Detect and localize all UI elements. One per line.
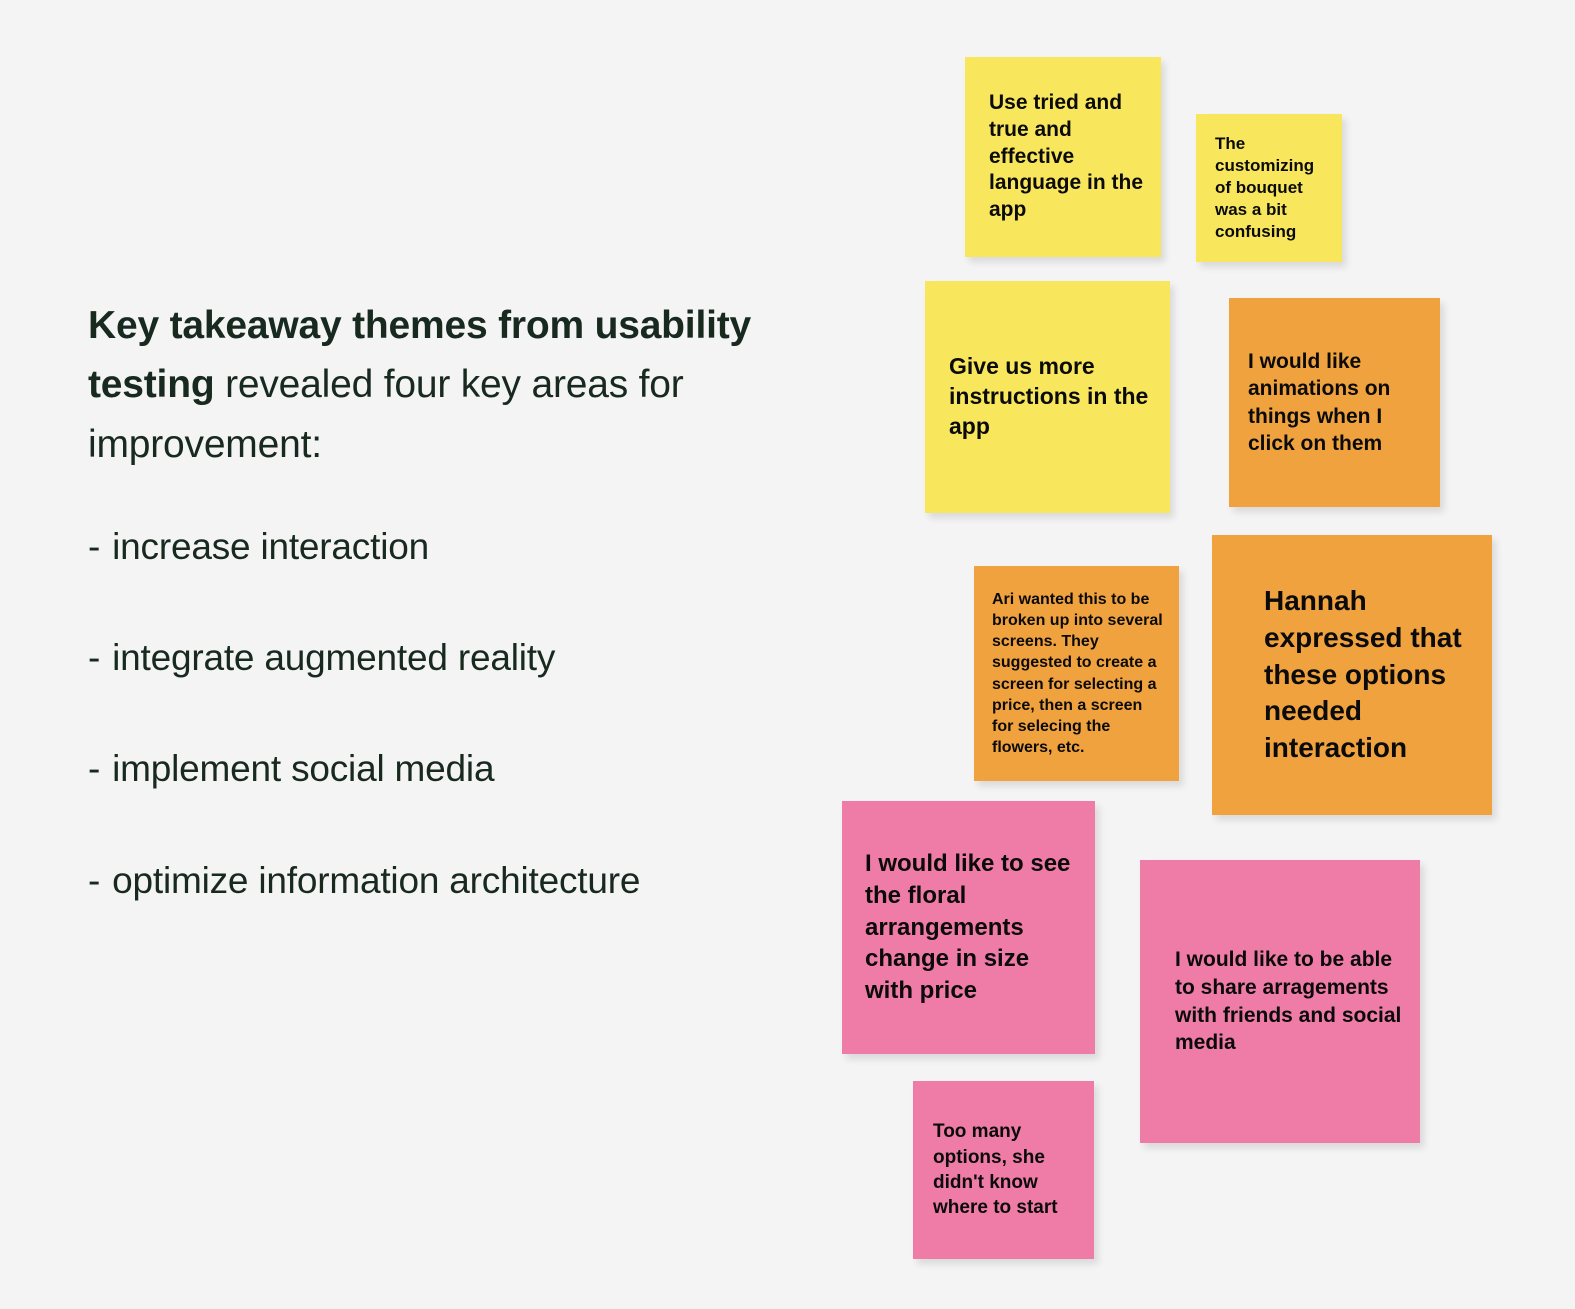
- list-item: - implement social media: [88, 740, 768, 797]
- list-item: - increase interaction: [88, 518, 768, 575]
- bullet-dash-icon: -: [88, 525, 101, 567]
- note-text: Ari wanted this to be broken up into sev…: [992, 591, 1163, 756]
- note-text: I would like animations on things when I…: [1248, 349, 1391, 455]
- note-too-many-options[interactable]: Too many options, she didn't know where …: [913, 1081, 1094, 1259]
- headline-bold-lead: Key takeaway themes from: [88, 304, 584, 347]
- note-text: Use tried and true and effective languag…: [989, 90, 1144, 222]
- headline-bold-subject: usability testing: [88, 304, 751, 407]
- takeaway-label: optimize information architecture: [112, 859, 641, 901]
- takeaway-label: integrate augmented reality: [112, 637, 556, 679]
- key-takeaways-panel: Key takeaway themes from usability testi…: [88, 296, 768, 909]
- note-text: Give us more instructions in the app: [949, 353, 1149, 439]
- note-text: Too many options, she didn't know where …: [933, 1121, 1058, 1219]
- note-hannah-interaction[interactable]: Hannah expressed that these options need…: [1212, 535, 1492, 815]
- note-tried-and-true[interactable]: Use tried and true and effective languag…: [965, 57, 1161, 257]
- note-animations[interactable]: I would like animations on things when I…: [1229, 298, 1440, 507]
- note-text: The customizing of bouquet was a bit con…: [1215, 133, 1315, 242]
- note-customizing-bouquet[interactable]: The customizing of bouquet was a bit con…: [1196, 114, 1342, 262]
- list-item: - optimize information architecture: [88, 852, 768, 909]
- note-text: I would like to see the floral arrangeme…: [865, 850, 1071, 1004]
- page-title: Key takeaway themes from usability testi…: [88, 296, 768, 474]
- list-item: - integrate augmented reality: [88, 629, 768, 686]
- takeaway-label: implement social media: [112, 748, 495, 790]
- note-floral-size-price[interactable]: I would like to see the floral arrangeme…: [842, 801, 1095, 1054]
- note-ari-screens[interactable]: Ari wanted this to be broken up into sev…: [974, 566, 1179, 781]
- bullet-dash-icon: -: [88, 637, 101, 679]
- takeaway-list: - increase interaction - integrate augme…: [88, 518, 768, 909]
- headline-rest: revealed four key areas for improvement:: [88, 363, 684, 466]
- note-text: Hannah expressed that these options need…: [1264, 584, 1462, 764]
- takeaway-label: increase interaction: [112, 525, 429, 567]
- note-more-instructions[interactable]: Give us more instructions in the app: [925, 281, 1170, 513]
- note-share-social[interactable]: I would like to be able to share arragem…: [1140, 860, 1420, 1143]
- bullet-dash-icon: -: [88, 748, 101, 790]
- note-text: I would like to be able to share arragem…: [1175, 947, 1402, 1055]
- bullet-dash-icon: -: [88, 859, 101, 901]
